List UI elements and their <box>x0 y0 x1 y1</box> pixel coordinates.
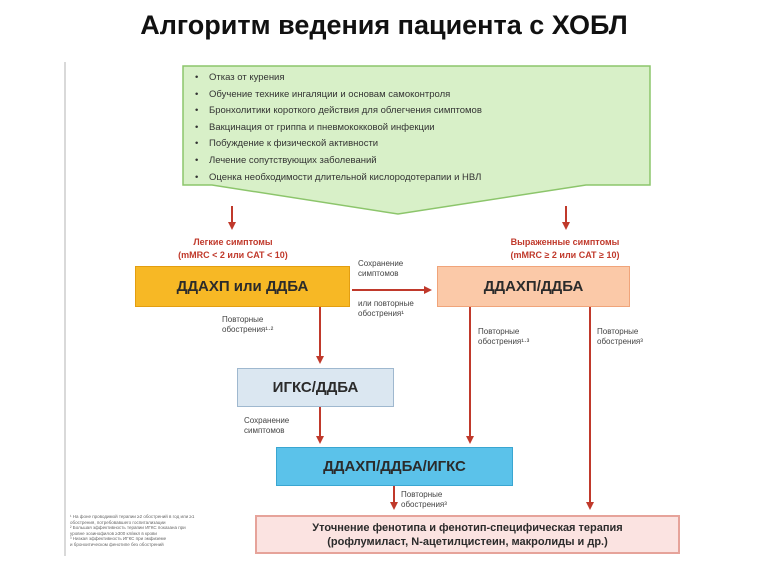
persist-label-1: Сохранение <box>358 259 404 268</box>
persist2-label-2: симптомов <box>244 426 285 435</box>
repeat-label-c-1: Повторные <box>597 327 639 336</box>
footnote-line: ³ Низкая эффективность ИГКС при эмфиземе <box>70 536 167 542</box>
footnote-line: обострения, потребовавшего госпитализаци… <box>70 519 166 525</box>
banner-item: Побуждение к физической активности <box>195 136 565 153</box>
persist2-label-1: Сохранение <box>244 416 290 425</box>
or-repeat-label-2: обострения¹ <box>358 309 404 318</box>
footnote-line: ¹ На фоне проводимой терапии ≥2 обострен… <box>70 514 195 519</box>
footnote-line: и бронхитическом фенотипе без обострений <box>70 541 164 547</box>
ddaxp-or-ddba-box: ДДАХП или ДДБА <box>135 266 350 307</box>
phenotype-therapy-line1: Уточнение фенотипа и фенотип-специфическ… <box>312 522 623 534</box>
repeat-label-a-1: Повторные <box>222 315 264 324</box>
repeat-label-b-1: Повторные <box>478 327 520 336</box>
banner-item: Отказ от курения <box>195 70 565 87</box>
phenotype-therapy-line2: (рофлумиласт, N-ацетилцистеин, макролиды… <box>327 536 608 548</box>
repeat-label-d-1: Повторные <box>401 490 443 499</box>
or-repeat-label-1: или повторные <box>358 299 414 308</box>
igks-ddba-box: ИГКС/ДДБА <box>237 368 394 407</box>
left-divider <box>64 62 66 556</box>
severe-symptoms-criteria: (mMRC ≥ 2 или CAT ≥ 10) <box>510 250 620 260</box>
triple-therapy-box: ДДАХП/ДДБА/ИГКС <box>276 447 513 486</box>
banner-item: Лечение сопутствующих заболеваний <box>195 153 565 170</box>
mild-symptoms-criteria: (mMRC < 2 или CAT < 10) <box>178 250 288 260</box>
phenotype-therapy-box: Уточнение фенотипа и фенотип-специфическ… <box>255 515 680 554</box>
footnote-line: уровне эозинофилов ≥300 кл/мкл в крови <box>70 530 157 536</box>
page-title: Алгоритм ведения пациента с ХОБЛ <box>140 10 628 40</box>
severe-symptoms-title: Выраженные симптомы <box>510 237 620 247</box>
repeat-label-d-2: обострения³ <box>401 500 447 509</box>
banner-item: Вакцинация от гриппа и пневмококковой ин… <box>195 120 565 137</box>
repeat-label-a-2: обострения¹·² <box>222 325 274 334</box>
footnotes: ¹ На фоне проводимой терапии ≥2 обострен… <box>70 514 240 548</box>
mild-symptoms-title: Легкие симптомы <box>193 237 273 247</box>
banner-item: Обучение технике ингаляции и основам сам… <box>195 87 565 104</box>
repeat-label-c-2: обострения³ <box>597 337 643 346</box>
banner-item: Оценка необходимости длительной кислород… <box>195 170 565 187</box>
ddaxp-ddba-box: ДДАХП/ДДБА <box>437 266 630 307</box>
persist-label-2: симптомов <box>358 269 399 278</box>
repeat-label-b-2: обострения¹·³ <box>478 337 530 346</box>
footnote-line: ² Большая эффективность терапии ИГКС пок… <box>70 525 186 531</box>
banner-list: Отказ от курения Обучение технике ингаля… <box>195 70 565 186</box>
banner-item: Бронхолитики короткого действия для обле… <box>195 103 565 120</box>
